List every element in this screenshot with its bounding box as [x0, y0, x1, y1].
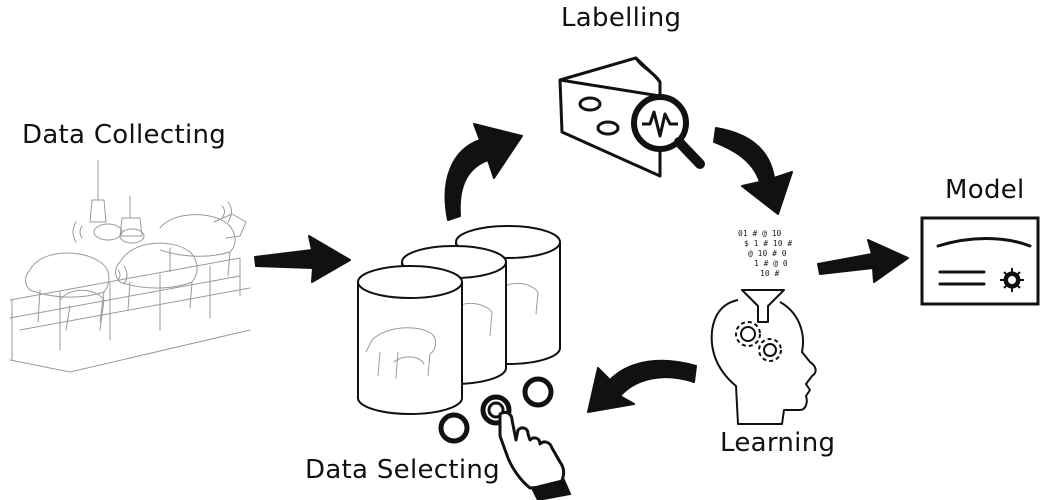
stage-label-labelling: Labelling — [561, 3, 682, 33]
stage-label-model: Model — [945, 175, 1025, 205]
binary-symbols: 01 # @ 10 $ 1 # 10 # @ 10 # 0 1 # @ 0 10… — [738, 229, 792, 278]
database-stack-icon — [357, 225, 561, 415]
svg-text:10 #: 10 # — [760, 269, 779, 278]
stage-label-data-collecting: Data Collecting — [22, 120, 227, 150]
svg-text:@ 10 # 0: @ 10 # 0 — [748, 249, 787, 258]
arrow-to-learning-icon — [713, 127, 793, 215]
head-gears-icon: 01 # @ 10 $ 1 # 10 # @ 10 # 0 1 # @ 0 10… — [710, 229, 817, 425]
stage-label-data-selecting: Data Selecting — [305, 455, 500, 485]
arrow-to-data-selecting-icon — [587, 359, 697, 413]
arrow-to-database-icon — [254, 235, 351, 283]
livestock-barn-sketch-icon — [9, 159, 251, 373]
cheese-magnifier-icon — [558, 56, 705, 178]
arrow-to-labelling-icon — [444, 123, 523, 221]
svg-text:$ 1 # 10 #: $ 1 # 10 # — [744, 239, 792, 248]
hand-select-icon — [438, 376, 572, 500]
stage-label-learning: Learning — [720, 428, 836, 458]
arrow-to-model-icon — [817, 239, 909, 283]
svg-text:01 # @ 10: 01 # @ 10 — [738, 229, 782, 238]
model-card-icon — [920, 216, 1040, 306]
svg-text:1 # @ 0: 1 # @ 0 — [754, 259, 788, 268]
